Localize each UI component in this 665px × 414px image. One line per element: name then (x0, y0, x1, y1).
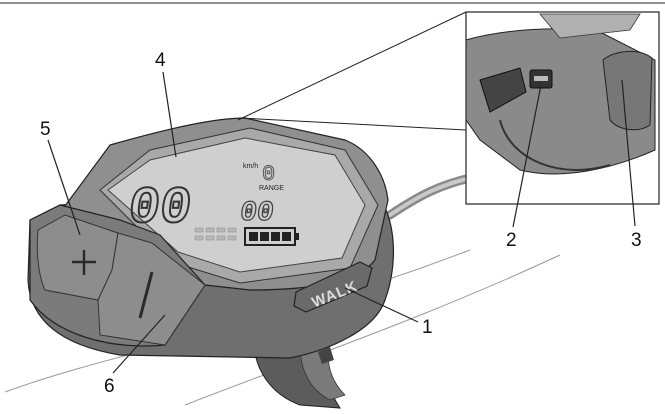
assist-level-segments (194, 227, 237, 241)
minus-icon (138, 271, 154, 319)
range-readout: 00 (238, 198, 276, 229)
callout-4: 4 (155, 50, 166, 71)
callout-2: 2 (506, 230, 517, 251)
battery-indicator (244, 227, 299, 246)
plus-button[interactable] (36, 214, 119, 301)
callout-3: 3 (631, 230, 642, 251)
callout-leaders (47, 71, 636, 374)
callout-5: 5 (40, 119, 51, 140)
plus-icon (72, 250, 96, 275)
range-label: RANGE (259, 185, 284, 192)
range-top-digits: 0 (262, 162, 275, 187)
speed-unit-label: km/h (243, 163, 258, 170)
usb-cover-cap (479, 67, 527, 113)
power-button[interactable] (602, 51, 653, 131)
callout-1: 1 (422, 317, 433, 338)
callout-6: 6 (104, 376, 115, 397)
minus-button[interactable] (97, 232, 206, 346)
detail-inset (237, 11, 660, 205)
